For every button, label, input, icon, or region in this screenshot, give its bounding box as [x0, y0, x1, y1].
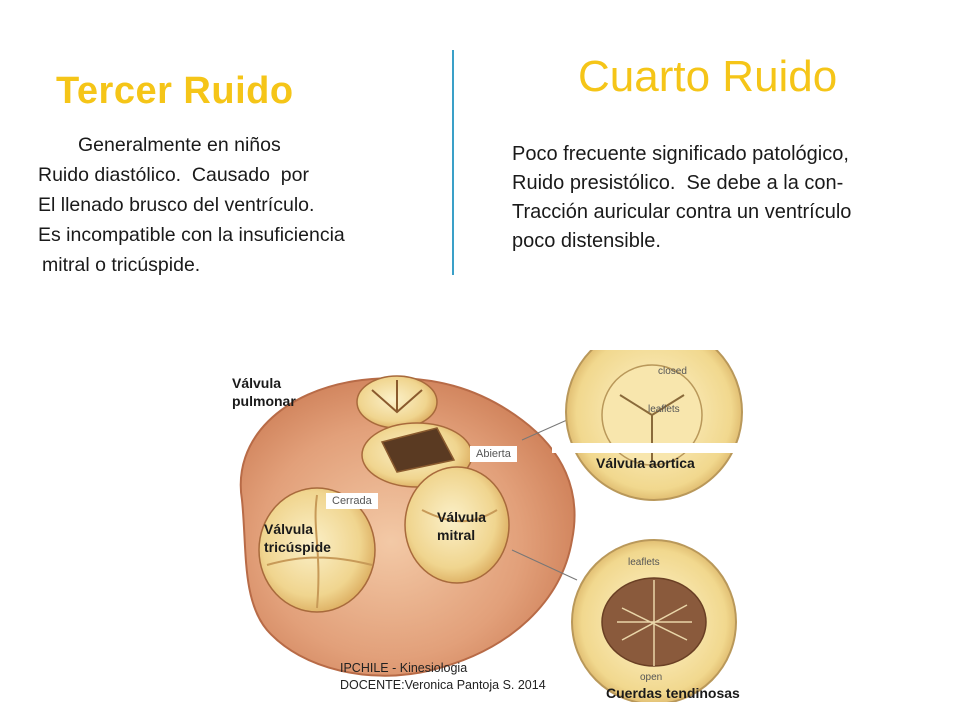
label-line: mitral	[437, 527, 476, 543]
title-tercer-ruido: Tercer Ruido	[56, 70, 294, 112]
text-line: poco distensible.	[512, 230, 661, 252]
text-line: Ruido diastólico. Causado por	[38, 164, 309, 186]
footer-line: DOCENTE:Veronica Pantoja S. 2014	[340, 678, 546, 692]
label-line: tricúspide	[264, 539, 331, 555]
label-valvula-pulmonar: Válvula pulmonar	[232, 374, 296, 410]
tercer-ruido-description: Generalmente en niños Ruido diastólico. …	[38, 130, 438, 280]
label-line: Válvula	[264, 521, 314, 537]
tag-leaflets-bottom: leaflets	[628, 557, 660, 568]
tag-closed: closed	[658, 366, 687, 377]
label-line: Válvula	[232, 375, 282, 391]
column-divider	[452, 50, 454, 275]
text-line: Ruido presistólico. Se debe a la con-	[512, 172, 844, 194]
label-valvula-mitral: Válvula mitral	[437, 508, 486, 544]
text-line: Es incompatible con la insuficiencia	[38, 224, 345, 246]
tag-leaflets-top: leaflets	[648, 404, 680, 415]
tag-open: open	[640, 672, 663, 683]
tag-abierta: Abierta	[470, 446, 517, 462]
label-line: Válvula	[437, 509, 487, 525]
text-line: mitral o tricúspide.	[42, 254, 201, 276]
text-line: Tracción auricular contra un ventrículo	[512, 201, 852, 223]
label-cuerdas-tendinosas: Cuerdas tendinosas	[606, 685, 740, 701]
text-line: Poco frecuente significado patológico,	[512, 143, 849, 165]
label-valvula-aortica: Válvula aortica	[596, 455, 695, 471]
label-valvula-tricuspide: Válvula tricúspide	[264, 520, 331, 556]
cuarto-ruido-description: Poco frecuente significado patológico, R…	[512, 140, 942, 256]
label-line: pulmonar	[232, 393, 296, 409]
tag-cerrada: Cerrada	[326, 493, 378, 509]
title-cuarto-ruido: Cuarto Ruido	[578, 52, 838, 101]
text-line: Generalmente en niños	[78, 134, 281, 156]
heart-valves-figure: Válvula pulmonar Válvula tricúspide Válv…	[222, 350, 794, 702]
text-line: El llenado brusco del ventrículo.	[38, 194, 315, 216]
footer-credits: IPCHILE - Kinesiologia DOCENTE:Veronica …	[340, 660, 546, 694]
footer-line: IPCHILE - Kinesiologia	[340, 661, 468, 675]
